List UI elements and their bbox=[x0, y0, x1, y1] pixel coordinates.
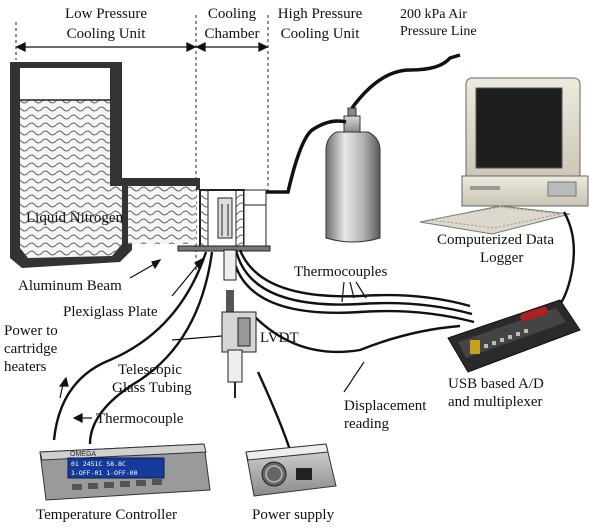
cables bbox=[52, 211, 575, 451]
computer-label-2: Logger bbox=[480, 250, 523, 266]
high-pressure-label-2: Cooling Unit bbox=[281, 26, 361, 42]
pointer-lines bbox=[58, 257, 367, 423]
usb-label-2: and multiplexer bbox=[448, 394, 543, 410]
low-pressure-label-2: Cooling Unit bbox=[67, 26, 147, 42]
cooling-chamber bbox=[177, 189, 271, 252]
liquid-nitrogen-label: Liquid Nitrogen bbox=[26, 210, 124, 226]
power-supply-label: Power supply bbox=[252, 507, 335, 523]
temperature-controller: 01 2451C 58.8C 1-OFF-01 1-OFF-00 OMEGA bbox=[39, 443, 211, 501]
thermocouples-label: Thermocouples bbox=[294, 264, 387, 280]
low-pressure-label-1: Low Pressure bbox=[65, 6, 147, 22]
air-cylinder bbox=[325, 107, 381, 243]
air-line-label-1: 200 kPa Air bbox=[400, 7, 467, 22]
telescopic-label-2: Glass Tubing bbox=[112, 380, 192, 396]
power-supply bbox=[245, 443, 337, 497]
power-label-2: cartridge bbox=[4, 341, 58, 357]
liquid-nitrogen-dewar bbox=[10, 62, 200, 268]
power-label-1: Power to bbox=[4, 323, 58, 339]
plexiglass-plate-label: Plexiglass Plate bbox=[63, 304, 158, 320]
cooling-chamber-label-2: Chamber bbox=[205, 26, 260, 42]
air-pressure-hose bbox=[266, 53, 461, 194]
usb-ad-multiplexer bbox=[447, 299, 581, 373]
lvdt-assembly bbox=[221, 249, 257, 398]
displacement-label-2: reading bbox=[344, 416, 389, 432]
aluminum-beam-label: Aluminum Beam bbox=[18, 278, 122, 294]
thermocouple-label: Thermocouple bbox=[96, 411, 184, 427]
dimension-arrows bbox=[15, 41, 269, 53]
temperature-controller-label: Temperature Controller bbox=[36, 507, 177, 523]
high-pressure-label-1: High Pressure bbox=[278, 6, 363, 22]
usb-label-1: USB based A/D bbox=[448, 376, 544, 392]
telescopic-label-1: Telescopic bbox=[118, 362, 182, 378]
power-label-3: heaters bbox=[4, 359, 47, 375]
lvdt-label: LVDT bbox=[260, 330, 299, 346]
air-line-label-2: Pressure Line bbox=[400, 24, 477, 39]
displacement-label-1: Displacement bbox=[344, 398, 427, 414]
cooling-chamber-label-1: Cooling bbox=[208, 6, 257, 22]
controller-display-line-1: 01 2451C 58.8C bbox=[71, 460, 126, 468]
computer bbox=[419, 77, 589, 235]
controller-display-line-2: 1-OFF-01 1-OFF-00 bbox=[71, 469, 138, 477]
computer-label-1: Computerized Data bbox=[437, 232, 554, 248]
controller-brand: OMEGA bbox=[70, 451, 96, 458]
